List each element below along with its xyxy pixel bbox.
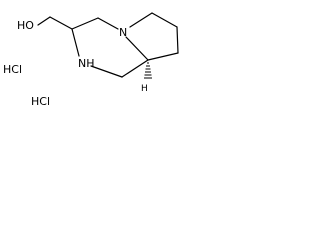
ring-nitrogen-label: N [119,26,127,39]
stereo-hashed-wedge [144,62,152,79]
bond-c5-c6 [151,12,178,28]
bond-c6-c7 [176,26,179,54]
hcl-label-2: HCl [31,95,50,108]
stereo-hydrogen-label: H [141,84,148,94]
molecule-drawing: HO N NH H HCl HCl [3,12,179,108]
bond-c3-c4 [71,17,99,30]
bond-n-c8a [125,36,149,61]
bond-o-ch2 [37,16,51,26]
amine-label: NH [78,57,95,70]
bond-c7-c8a [147,52,179,61]
bond-n-c5 [129,12,153,28]
structure-diagram: HO N NH H HCl HCl [0,0,220,115]
bond-nh-c3 [71,28,80,57]
bond-ch2-c3 [49,16,73,30]
bond-c8a-c1 [121,59,149,78]
hcl-label-1: HCl [3,63,22,76]
bond-c1-nh [90,65,123,78]
hydroxyl-label: HO [17,19,34,32]
bond-c4-n [97,17,119,30]
